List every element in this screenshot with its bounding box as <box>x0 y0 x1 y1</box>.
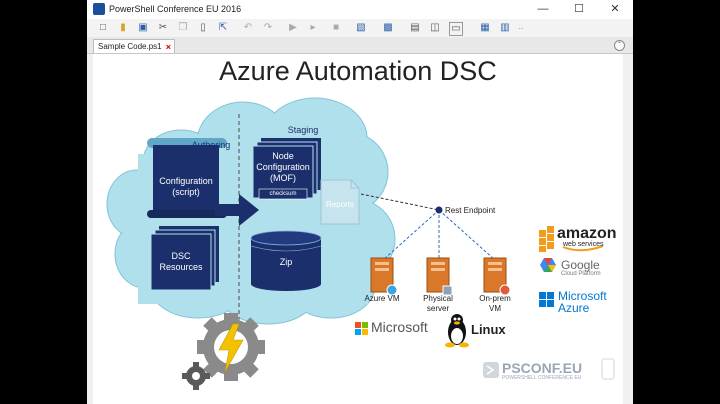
automation-gear-icon <box>197 313 265 381</box>
line-onprem <box>438 209 496 261</box>
show-script-maximized-icon[interactable]: ▭ <box>449 22 463 36</box>
google-cloud-icon <box>540 258 556 272</box>
reports-doc <box>320 179 360 225</box>
aws-logo-text: web services <box>563 241 604 248</box>
microsoft-azure-text: Microsoft <box>558 289 607 303</box>
show-commands-icon[interactable]: ▦ <box>480 22 490 33</box>
staging-label: Staging <box>287 125 319 135</box>
linux-logo-text: Linux <box>471 322 506 337</box>
aws-cubes-icon <box>539 226 554 252</box>
copy-icon[interactable]: ❐ <box>178 22 188 33</box>
rest-endpoint-label: Rest Endpoint <box>445 206 496 215</box>
show-script-right-icon[interactable]: ◫ <box>430 22 440 33</box>
azure-windows-icon <box>539 292 554 307</box>
scroll-icon <box>147 138 227 218</box>
small-gear-icon <box>182 362 210 390</box>
close-tab-icon[interactable]: × <box>165 42 171 52</box>
google-cloud-platform-text: Cloud Platform <box>561 271 601 277</box>
title-bar: PowerShell Conference EU 2016 — ☐ ✕ <box>87 0 633 20</box>
node-config-stack <box>252 138 321 200</box>
collapse-pane-icon[interactable]: ⌃ <box>614 40 625 51</box>
redo-icon[interactable]: ↷ <box>263 22 273 33</box>
zip-label: Zip <box>279 257 293 267</box>
paste-icon[interactable]: ▯ <box>200 22 206 33</box>
open-folder-icon[interactable]: ▮ <box>120 22 126 33</box>
dsc-diagram <box>106 97 615 390</box>
window-title: PowerShell Conference EU 2016 <box>109 4 242 14</box>
server-icon <box>483 257 511 296</box>
remote-powershell-icon[interactable]: ▧ <box>356 22 366 33</box>
server-label-azure-vm: Azure VM <box>364 294 400 303</box>
powershell-console-icon[interactable]: ▩ <box>383 22 393 33</box>
reports-label: Reports <box>325 200 354 209</box>
script-tab-bar: Sample Code.ps1 × ⌃ <box>87 37 633 54</box>
undo-icon[interactable]: ↶ <box>243 22 253 33</box>
report-line <box>360 193 440 211</box>
checksum-label: checksum <box>269 191 297 197</box>
cut-icon[interactable]: ✂ <box>158 22 168 33</box>
pscon-watermark: PSCONF.EU <box>502 360 583 376</box>
azure-text: Azure <box>558 301 590 315</box>
powershell-icon <box>93 3 105 15</box>
toolbar-overflow-icon[interactable]: ‥ <box>518 24 524 31</box>
zip-cylinders <box>250 230 322 291</box>
pscon-logo-icon <box>483 358 615 380</box>
server-icon <box>370 257 398 296</box>
tab-sample-code[interactable]: Sample Code.ps1 × <box>93 39 175 53</box>
tab-label: Sample Code.ps1 <box>98 42 162 51</box>
amazon-smile-icon <box>562 245 604 252</box>
rest-endpoint-dot <box>435 206 443 214</box>
server-label-physical: Physical server <box>423 294 453 313</box>
run-script-icon[interactable]: ▶ <box>289 22 297 33</box>
close-button[interactable]: ✕ <box>610 3 620 15</box>
dsc-resources-label: DSC Resources <box>159 251 203 272</box>
maximize-button[interactable]: ☐ <box>574 3 584 15</box>
tux-icon <box>445 314 469 348</box>
arrow-icon <box>215 194 259 226</box>
slide-area: Azure Automation DSC <box>93 54 623 404</box>
powershell-ise-window: PowerShell Conference EU 2016 — ☐ ✕ □ ▮ … <box>87 0 633 404</box>
windows-logo-icon <box>355 322 368 335</box>
run-selection-icon[interactable]: ▸ <box>310 22 316 33</box>
line-azure-vm <box>382 209 440 261</box>
save-icon[interactable]: ▣ <box>138 22 148 33</box>
toolbar: □ ▮ ▣ ✂ ❐ ▯ ⇱ ↶ ↷ ▶ ▸ ■ ▧ ▩ ▤ ◫ ▭ ▦ ▥ ‥ <box>87 19 633 38</box>
node-config-label: Node Configuration (MOF) <box>256 151 310 183</box>
slide-title: Azure Automation DSC <box>219 56 497 86</box>
pscon-watermark-sub: POWERSHELL CONFERENCE EU <box>502 375 582 381</box>
dsc-resources-stack <box>150 226 219 291</box>
show-addon-icon[interactable]: ▥ <box>500 22 510 33</box>
authoring-label: Authoring <box>191 140 231 150</box>
amazon-logo-text: amazon <box>557 225 617 242</box>
microsoft-logo-text: Microsoft <box>371 319 428 335</box>
clear-console-icon[interactable]: ⇱ <box>218 22 228 33</box>
google-logo-text: Google <box>561 258 600 272</box>
show-script-top-icon[interactable]: ▤ <box>410 22 420 33</box>
minimize-button[interactable]: — <box>537 3 549 15</box>
stop-icon[interactable]: ■ <box>332 22 340 33</box>
server-icon <box>426 257 453 296</box>
configuration-label: Configuration (script) <box>159 176 213 197</box>
new-file-icon[interactable]: □ <box>99 22 107 33</box>
server-label-onprem: On-prem VM <box>479 294 511 313</box>
